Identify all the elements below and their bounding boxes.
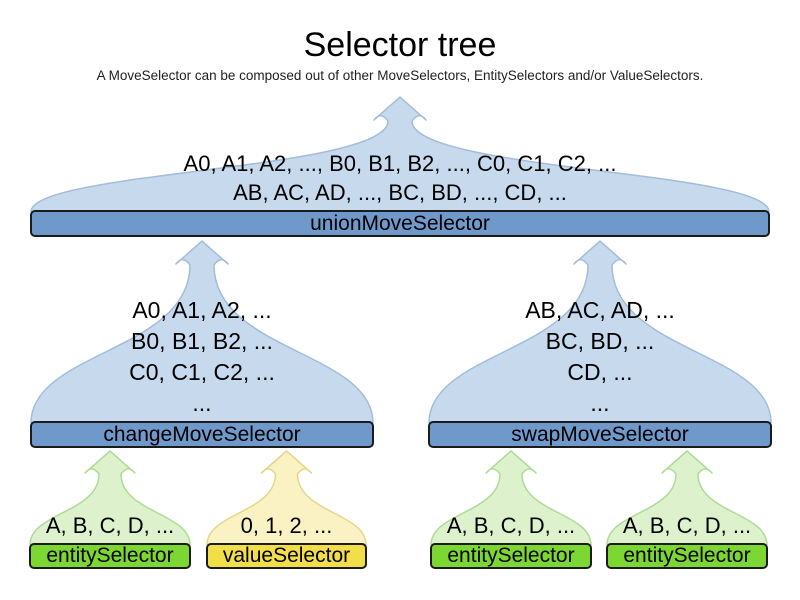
dome-items: A0, A1, A2, ... B0, B1, B2, ... C0, C1, C2… (30, 295, 374, 419)
selector-bar-changeMoveSelector: changeMoveSelector (30, 421, 374, 448)
dome-items-line: AB, AC, AD, ... (525, 297, 675, 323)
dome-items: A0, A1, A2, ..., B0, B1, B2, ..., C0, C1… (30, 149, 770, 207)
dome-items-line: BC, BD, ... (545, 328, 655, 354)
dome-arrow-shape (30, 96, 770, 212)
selector-shape-swapMoveSelector: AB, AC, AD, ... BC, BD, ... CD, ...... swap… (428, 240, 772, 448)
selector-bar-label: entitySelector (623, 544, 751, 567)
dome-items: A, B, C, D, ... (29, 514, 191, 538)
selector-shape-entitySelector-3: A, B, C, D, ... entitySelector (606, 450, 768, 569)
selector-bar-swapMoveSelector: swapMoveSelector (428, 421, 772, 448)
selector-bar-label: swapMoveSelector (511, 422, 689, 446)
selector-bar-label: unionMoveSelector (310, 211, 490, 235)
dome-arrow-shape (29, 450, 191, 545)
dome-items-line: A, B, C, D, ... (622, 513, 752, 538)
dome-arrow-shape (206, 450, 367, 545)
dome-items-line: 0, 1, 2, ... (240, 513, 333, 538)
dome-items-line: A, B, C, D, ... (446, 513, 576, 538)
dome-items-line: A, B, C, D, ... (45, 513, 175, 538)
dome-items-line: A0, A1, A2, ... (132, 297, 272, 323)
dome-arrow-shape (30, 240, 374, 423)
selector-shape-entitySelector-2: A, B, C, D, ... entitySelector (430, 450, 592, 569)
diagram-subtitle: A MoveSelector can be composed out of ot… (96, 68, 704, 83)
selector-bar-label: entitySelector (447, 544, 575, 567)
selector-bar-unionMoveSelector: unionMoveSelector (30, 210, 770, 237)
dome-items-line: AB, AC, AD, ..., BC, BD, ..., CD, ... (233, 180, 567, 205)
selector-shape-unionMoveSelector: A0, A1, A2, ..., B0, B1, B2, ..., C0, C1… (30, 96, 770, 237)
dome-arrow-shape (428, 240, 772, 423)
selector-bar-entitySelector-2: entitySelector (430, 543, 592, 569)
selector-shape-valueSelector: 0, 1, 2, ... valueSelector (206, 450, 367, 569)
dome-items-line: ... (590, 390, 610, 416)
selector-shape-changeMoveSelector: A0, A1, A2, ... B0, B1, B2, ... C0, C1, C2… (30, 240, 374, 448)
dome-arrow-shape (430, 450, 592, 545)
selector-bar-entitySelector-1: entitySelector (29, 543, 191, 569)
dome-items: AB, AC, AD, ... BC, BD, ... CD, ...... (428, 295, 772, 419)
selector-bar-label: changeMoveSelector (103, 422, 301, 446)
dome-arrow-shape (606, 450, 768, 545)
dome-items-line: ... (192, 390, 212, 416)
selector-bar-valueSelector: valueSelector (206, 543, 367, 569)
dome-items-line: C0, C1, C2, ... (129, 359, 275, 385)
dome-items: 0, 1, 2, ... (206, 514, 367, 538)
dome-items-line: B0, B1, B2, ... (131, 328, 273, 354)
dome-items-line: CD, ... (567, 359, 633, 385)
selector-bar-entitySelector-3: entitySelector (606, 543, 768, 569)
selector-shape-entitySelector-1: A, B, C, D, ... entitySelector (29, 450, 191, 569)
dome-items: A, B, C, D, ... (430, 514, 592, 538)
selector-bar-label: valueSelector (222, 544, 351, 567)
diagram-title: Selector tree (303, 26, 497, 64)
dome-items: A, B, C, D, ... (606, 514, 768, 538)
selector-bar-label: entitySelector (46, 544, 174, 567)
dome-items-line: A0, A1, A2, ..., B0, B1, B2, ..., C0, C1… (183, 151, 617, 176)
